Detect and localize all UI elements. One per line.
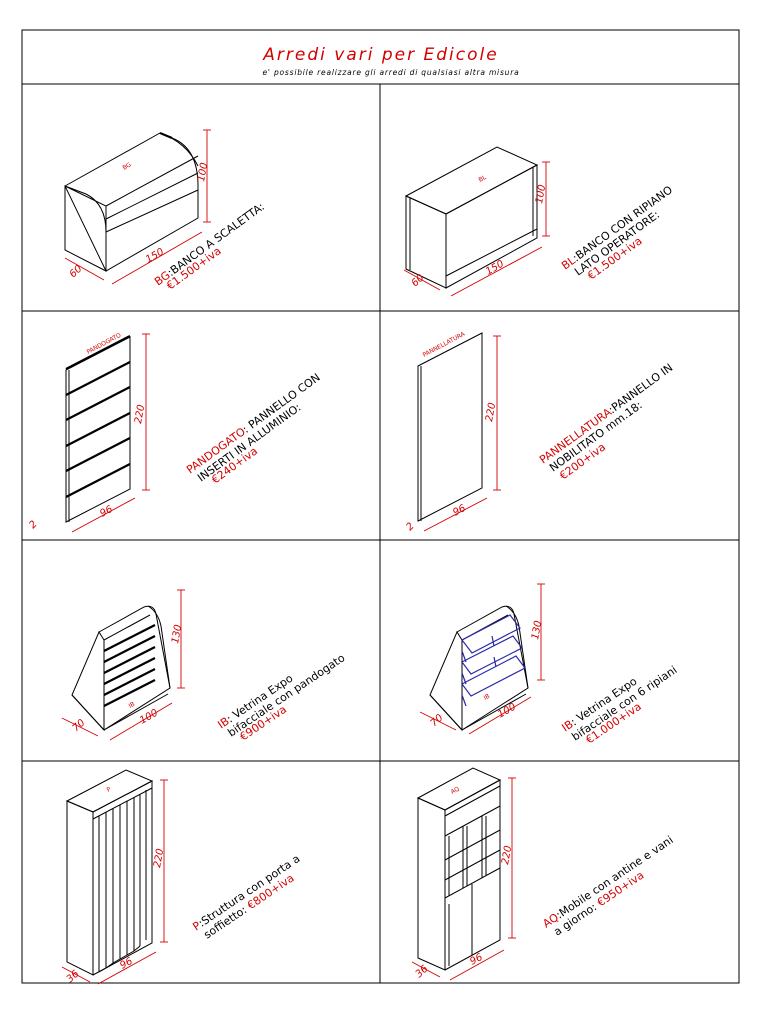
bg-height-label: 100 — [196, 162, 210, 183]
bg-dimensions — [64, 129, 211, 285]
ib2-name-line2: bifacciale con 6 ripiani — [569, 663, 679, 743]
item-pannellatura: PANNELLATURA 220 96 2 PANNELLATURA:PANNE… — [404, 330, 675, 533]
aq-name: :Mobile con antine e vani — [554, 833, 676, 921]
aq-description: AQ:Mobile con antine e vani — [540, 833, 675, 930]
pandogato-width-label: 96 — [98, 504, 114, 520]
bl-tag: BL — [478, 174, 489, 184]
p-width-label: 96 — [118, 956, 134, 972]
item-ib1: IB 130 100 70 IB: Vetrina Expo bifaccial… — [61, 589, 348, 743]
page-title: Arredi vari per Edicole — [262, 45, 498, 65]
item-ib2: IB 130 100 70 IB: Vetrina Expo bifaccial… — [419, 583, 679, 746]
bg-width-label: 150 — [144, 247, 166, 266]
ib1-name-line2: bifacciale con pandogato — [225, 651, 347, 739]
pannellatura-depth-label: 2 — [404, 521, 416, 533]
ib2-height-label: 130 — [530, 620, 544, 641]
aq-depth-label: 36 — [414, 964, 431, 981]
p-description: P:Struttura con porta a — [190, 852, 302, 933]
item-pandogato: PANDOGATO 220 96 2 PANDOGATO: PANNELLO C… — [27, 332, 323, 533]
p-height-label: 220 — [152, 848, 166, 869]
bg-drawing — [64, 131, 199, 272]
ib2-width-label: 100 — [496, 702, 518, 721]
ib2-depth-label: 70 — [429, 713, 446, 730]
bl-width-label: 150 — [484, 259, 506, 278]
page-subtitle: e' possibile realizzare gli arredi di qu… — [263, 68, 520, 77]
ib1-tag: IB — [128, 701, 136, 710]
pandogato-description: PANDOGATO: PANNELLO CON — [184, 371, 323, 477]
pannellatura-width-label: 96 — [451, 503, 467, 519]
ib2-tag: IB — [483, 693, 491, 702]
pandogato-name-line2: INSERTI IN ALLUMINIO: — [195, 401, 303, 485]
ib2-dimensions — [419, 583, 545, 735]
p-drawing — [65, 769, 154, 976]
aq-dimensions — [411, 777, 516, 981]
p-name: :Struttura con porta a — [196, 852, 302, 930]
pannellatura-name-line2: NOBILITATO mm.18: — [547, 399, 645, 475]
aq-drawing — [416, 767, 502, 971]
bg-name: :BANCO A SCALETTA: — [165, 200, 267, 279]
ib1-dimensions — [61, 589, 185, 741]
pannellatura-drawing — [417, 332, 483, 522]
ib1-width-label: 100 — [138, 708, 160, 727]
item-bg: BG 100 150 60 BG:BANCO A SCALETTA: €1.50… — [64, 129, 267, 292]
bg-depth-label: 60 — [68, 264, 85, 281]
bl-dimensions — [403, 161, 550, 297]
item-p: P 220 96 36 P:Struttura con porta a soff… — [61, 769, 302, 985]
ib2-drawing — [429, 605, 529, 732]
aq-width-label: 96 — [468, 952, 484, 968]
pandogato-depth-label: 2 — [27, 519, 39, 531]
pandogato-height-label: 220 — [133, 404, 147, 425]
bg-description: BG:BANCO A SCALETTA: — [152, 200, 267, 288]
ib1-depth-label: 70 — [71, 718, 88, 735]
item-bl: BL 100 150 60 BL:BANCO CON RIPIANO LATO … — [403, 146, 675, 297]
pandogato-dimensions — [71, 333, 150, 533]
pannellatura-dimensions — [423, 335, 501, 532]
p-tag: P — [106, 786, 113, 794]
pandogato-drawing — [65, 335, 131, 523]
ib1-drawing — [71, 605, 171, 732]
p-dimensions — [61, 779, 168, 985]
bl-height-label: 100 — [534, 184, 548, 205]
sheet-frame — [21, 29, 740, 984]
ib1-height-label: 130 — [170, 624, 184, 645]
item-aq: AQ 220 96 36 AQ:Mobile con antine e vani… — [411, 767, 676, 981]
aq-tag: AQ — [450, 785, 461, 795]
aq-height-label: 220 — [500, 845, 514, 866]
bg-tag: BG — [122, 161, 133, 172]
bl-drawing — [404, 146, 539, 289]
pannellatura-height-label: 220 — [484, 402, 498, 423]
